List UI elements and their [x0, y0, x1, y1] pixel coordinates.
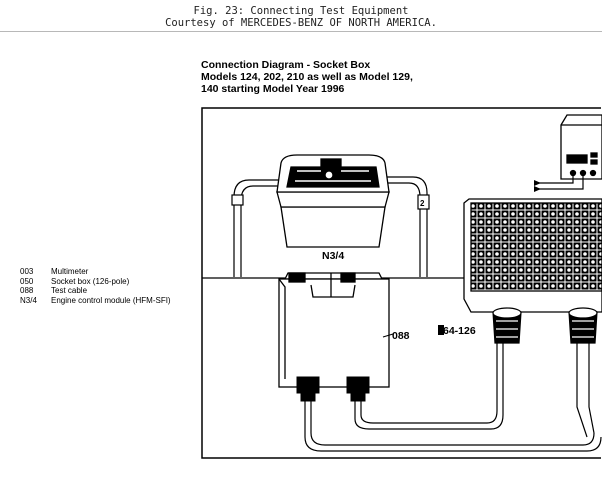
ecm-label: N3/4: [322, 250, 344, 262]
legend-item: 003 Multimeter: [20, 267, 171, 277]
legend-desc: Test cable: [51, 286, 88, 295]
diagram-frame: [201, 107, 601, 459]
connection-diagram: 2 N3/4: [201, 107, 602, 460]
socket-box-marker-icon: [438, 325, 444, 335]
diagram-title: Connection Diagram - Socket Box: [201, 59, 371, 71]
legend-code: 050: [20, 276, 34, 286]
lower-cable-loop: [304, 343, 602, 452]
caption-title: Fig. 23: Connecting Test Equipment: [193, 5, 409, 17]
side-mark: 2: [420, 199, 425, 208]
legend-desc: Socket box (126-pole): [51, 276, 130, 286]
cable-label: 088: [392, 330, 410, 342]
multimeter: [560, 114, 602, 180]
component-legend: 003 Multimeter 050 Socket box (126-pole)…: [20, 267, 171, 305]
socket-box: [463, 198, 602, 313]
legend-item: N3/4 Engine control module (HFM-SFI): [20, 296, 171, 306]
meter-leads: [535, 176, 584, 190]
legend-desc: Multimeter: [51, 267, 89, 276]
legend-item: 088 Test cable: [20, 286, 171, 296]
legend-item: 050 Socket box (126-pole): [20, 277, 171, 287]
diagram-subtitle-2: 140 starting Model Year 1996: [201, 83, 345, 95]
legend-code: 088: [20, 286, 34, 295]
lead-arrows-icon: [534, 180, 541, 192]
figure-caption: Fig. 23: Connecting Test Equipment Court…: [0, 0, 602, 32]
legend-desc: Engine control module (HFM-SFI): [51, 295, 171, 305]
ecm-module: [276, 154, 390, 248]
diagram-drawing: 2 N3/4: [201, 107, 602, 459]
legend-code: N3/4: [20, 295, 37, 305]
socket-connectors: [492, 307, 598, 344]
cable-clip-right: [417, 194, 430, 210]
socket-box-label: 64-126: [443, 325, 476, 337]
adapter-plugs: [296, 376, 370, 402]
diagram-subtitle-1: Models 124, 202, 210 as well as Model 12…: [201, 71, 413, 83]
legend-code: 003: [20, 267, 34, 276]
cable-clip-left: [231, 194, 244, 206]
caption-courtesy: Courtesy of MERCEDES-BENZ OF NORTH AMERI…: [165, 17, 437, 29]
test-cable-adapter: [278, 272, 390, 388]
